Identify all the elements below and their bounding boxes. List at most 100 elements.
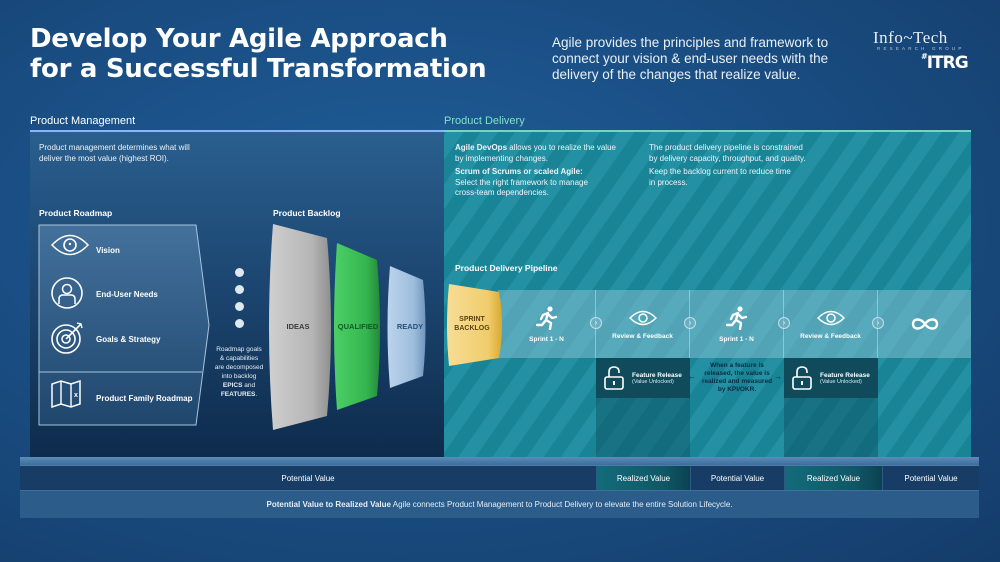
note-line: FEATURES.	[213, 390, 265, 399]
user-icon	[50, 276, 86, 312]
pipeline-cell-label: Review & Feedback	[800, 332, 861, 340]
feature-release-sub: (Value Unlocked)	[820, 378, 862, 385]
itrg-logo: #ITRG	[921, 52, 969, 73]
feature-release-text: Feature Release(Value Unlocked)	[820, 372, 870, 385]
kpi-note-line: by KPI/OKR.	[717, 386, 757, 393]
pm-divider	[30, 130, 444, 132]
dot-icon	[235, 319, 244, 328]
realized-column	[596, 398, 690, 457]
sprint-backlog-label: SPRINT BACKLOG	[447, 315, 497, 333]
devops-text: Agile DevOps allows you to realize the v…	[455, 143, 635, 154]
backlog-stage-ready: READY	[396, 322, 424, 331]
value-bar-bevel	[20, 457, 979, 465]
product-roadmap-box: Vision End-User Needs Goals & Strategy x…	[38, 224, 210, 426]
infotech-logo: Info~Tech	[873, 28, 948, 47]
infinity-icon	[911, 318, 938, 330]
eye-icon	[50, 232, 90, 268]
devops-rest: by implementing changes.	[455, 153, 548, 163]
kpi-note-line: When a feature is	[710, 362, 764, 369]
value-bar: Potential Value Realized Value Potential…	[20, 465, 979, 491]
note-line: are decomposed	[214, 364, 264, 371]
page-title: Develop Your Agile Approach for a Succes…	[30, 24, 487, 84]
hash-glyph: #	[921, 52, 928, 61]
feature-release-text: Feature Release(Value Unlocked)	[632, 372, 682, 385]
eye-icon	[628, 310, 657, 325]
section-label-product-management: Product Management	[30, 115, 136, 127]
devops-rest: allows you to realize the value	[507, 143, 616, 152]
arrow-left-icon: ←	[688, 372, 696, 381]
decompose-note: Roadmap goals & capabilities are decompo…	[213, 345, 265, 399]
note-line: into backlog	[221, 373, 257, 380]
value-cell-realized: Realized Value	[596, 466, 690, 491]
sprint-backlog-line: BACKLOG	[454, 325, 490, 332]
note-text: .	[255, 391, 258, 398]
kpi-note: When a feature is released, the value is…	[690, 362, 784, 394]
pm-description: Product management determines what will …	[39, 143, 190, 164]
feature-release-sub: (Value Unlocked)	[632, 378, 674, 385]
note-text: and	[242, 382, 256, 389]
note-line: Roadmap goals	[216, 346, 262, 353]
roadmap-item-label: Vision	[96, 245, 120, 255]
pipeline-cell-review: Review & Feedback	[784, 290, 878, 358]
map-icon: x	[50, 380, 86, 416]
unlocked-padlock-icon	[792, 366, 812, 390]
pipeline-cell-label: Review & Feedback	[612, 332, 673, 340]
value-cell-potential: Potential Value	[882, 466, 979, 491]
pd-col2-line: The product delivery pipeline is constra…	[649, 143, 803, 152]
dot-icon	[235, 268, 244, 277]
feature-release-title: Feature Release	[632, 371, 682, 379]
backlog-stage-ideas: IDEAS	[286, 322, 310, 331]
sprint-backlog-cylinder	[447, 284, 502, 366]
value-cell-potential: Potential Value	[690, 466, 784, 491]
chevron-right-icon: ›	[684, 317, 696, 329]
dot-icon	[235, 302, 244, 311]
backlog-heading: Product Backlog	[273, 208, 341, 218]
pipeline-cell-sprint: Sprint 1 - N	[498, 290, 596, 358]
scrum-line: cross-team dependencies.	[455, 188, 549, 197]
footer-bar: Potential Value to Realized Value Agile …	[20, 490, 979, 518]
backlog-stage-qualified: QUALIFIED	[337, 322, 379, 331]
roadmap-heading: Product Roadmap	[39, 208, 113, 218]
eye-icon	[816, 310, 845, 325]
running-person-icon	[725, 305, 747, 330]
pipeline-cell-label: Sprint 1 - N	[529, 335, 564, 343]
dot-icon	[235, 285, 244, 294]
realized-column	[784, 398, 878, 457]
svg-text:x: x	[74, 392, 78, 399]
footer-bold: Potential Value to Realized Value	[266, 500, 391, 509]
roadmap-item-label: Product Family Roadmap	[96, 393, 193, 403]
kpi-note-line: released, the value is	[704, 370, 770, 377]
roadmap-item-label: Goals & Strategy	[96, 334, 161, 344]
backlog-funnel	[269, 224, 426, 430]
pd-col2-line: in process.	[649, 177, 688, 187]
value-cell-potential: Potential Value	[281, 474, 335, 483]
roadmap-item-label: End-User Needs	[96, 289, 158, 299]
pd-col2-line: by delivery capacity, throughput, and qu…	[649, 153, 806, 163]
roadmap-item-end-user-needs: End-User Needs	[50, 276, 158, 312]
scrum-line: Select the right framework to manage	[455, 177, 588, 187]
roadmap-item-vision: Vision	[50, 232, 120, 268]
itrg-text: ITRG	[926, 53, 969, 73]
value-cell-realized: Realized Value	[784, 466, 882, 491]
unlocked-padlock-icon	[604, 366, 624, 390]
pm-description-line: Product management determines what will	[39, 143, 190, 152]
feature-release-box: Feature Release(Value Unlocked)	[596, 358, 690, 398]
pipeline-heading: Product Delivery Pipeline	[455, 263, 558, 273]
pipeline-cell-label: Sprint 1 - N	[719, 335, 754, 343]
pm-description-line: deliver the most value (highest ROI).	[39, 153, 169, 163]
feature-release-box: Feature Release(Value Unlocked)	[784, 358, 878, 398]
subtitle: Agile provides the principles and framew…	[552, 35, 829, 82]
arrow-right-icon: →	[774, 372, 782, 381]
roadmap-arrow-shape	[38, 224, 210, 426]
pd-divider	[444, 130, 971, 132]
scrum-bold: Scrum of Scrums or scaled Agile:	[455, 167, 583, 176]
note-line: EPICS and	[213, 381, 265, 390]
roadmap-item-product-family-roadmap: x Product Family Roadmap	[50, 380, 192, 416]
feature-release-title: Feature Release	[820, 371, 870, 379]
logo-subtitle: RESEARCH GROUP	[877, 46, 965, 51]
epics-label: EPICS	[222, 382, 243, 389]
pipeline-cell-sprint: Sprint 1 - N	[690, 290, 784, 358]
pipeline-cell-infinity	[878, 290, 971, 358]
features-label: FEATURES	[220, 391, 256, 398]
chevron-right-icon: ›	[872, 317, 884, 329]
